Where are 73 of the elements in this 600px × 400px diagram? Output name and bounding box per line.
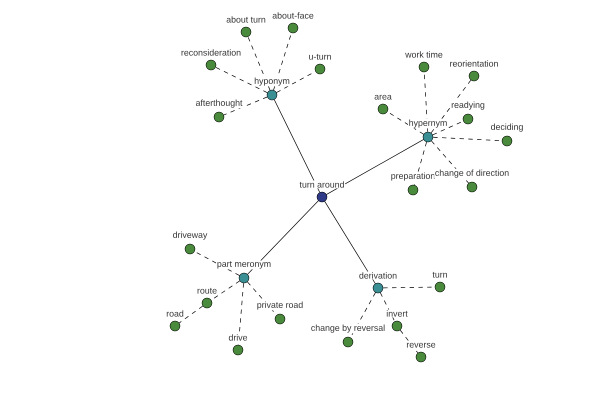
- node-label: readying: [450, 100, 486, 110]
- node-label: driveway: [172, 230, 208, 240]
- node-label: part meronym: [216, 260, 272, 270]
- connector-line: [387, 111, 424, 135]
- connector-line: [178, 306, 204, 324]
- graph-node: [170, 320, 180, 332]
- connector-line: [274, 99, 320, 193]
- connector-line: [248, 36, 270, 90]
- connector-line: [430, 80, 472, 134]
- node-label: reconsideration: [180, 48, 242, 56]
- node-label: hypernym: [408, 118, 448, 128]
- connector-line: [350, 292, 376, 338]
- node-label: route: [196, 287, 218, 294]
- connector-line: [247, 200, 319, 275]
- node-label: area: [374, 94, 392, 100]
- node-label: work time: [404, 50, 444, 58]
- graph-node: [206, 60, 216, 70]
- connector-line: [380, 292, 395, 322]
- graph-node: [408, 184, 418, 196]
- connector-line: [194, 251, 240, 276]
- graph-node: [314, 64, 326, 74]
- node-label: hyponym: [253, 76, 291, 86]
- node-label: drive: [228, 334, 248, 342]
- node-label: private road: [256, 300, 304, 310]
- node-label: change by reversal: [310, 324, 386, 334]
- node-label: road: [166, 310, 184, 318]
- connector-line: [224, 96, 268, 116]
- node-label: preparation: [390, 172, 436, 182]
- graph-node: [240, 26, 252, 38]
- node-label: about turn: [226, 16, 266, 24]
- connector-line: [424, 72, 428, 132]
- graph-node: [238, 272, 250, 284]
- connector-line: [432, 120, 464, 136]
- graph-node: [202, 298, 212, 308]
- graph-node: [266, 90, 278, 100]
- graph-node: [418, 62, 430, 72]
- connector-line: [326, 139, 424, 195]
- graph-node: [316, 192, 328, 202]
- graph-node: [342, 336, 354, 348]
- node-label: u-turn: [308, 53, 332, 60]
- connector-line: [238, 282, 244, 346]
- node-label: derivation: [358, 272, 398, 280]
- node-label: reverse: [406, 342, 436, 348]
- graph-node: [468, 70, 480, 82]
- node-label: turn: [432, 271, 448, 278]
- graph-node: [416, 352, 426, 362]
- graph-node: [288, 22, 298, 34]
- connector-line: [211, 280, 240, 300]
- node-label: change of direction: [434, 168, 510, 178]
- graph-node: [392, 320, 402, 332]
- node-label: deciding: [490, 122, 524, 132]
- graph-node: [274, 314, 286, 324]
- connector-line: [414, 142, 427, 186]
- connector-line: [431, 140, 469, 184]
- node-label: about-face: [272, 12, 314, 20]
- graph-node: [422, 132, 434, 142]
- graph-node: [502, 136, 512, 146]
- graph-node: [184, 244, 196, 254]
- graph-node: [372, 282, 384, 294]
- node-label: reorientation: [448, 60, 500, 68]
- connector-line: [324, 201, 376, 284]
- node-label: turn around: [298, 180, 346, 188]
- graph-node: [378, 104, 388, 114]
- graph-node: [214, 112, 224, 122]
- connector-line: [400, 330, 418, 354]
- graph-node: [232, 344, 244, 356]
- connector-line: [215, 66, 268, 94]
- graph-node: [462, 114, 474, 124]
- graph-node: [466, 182, 478, 192]
- node-label: afterthought: [194, 98, 244, 108]
- node-label: invert: [386, 310, 408, 318]
- connector-line: [273, 32, 292, 90]
- graph-node: [434, 282, 446, 292]
